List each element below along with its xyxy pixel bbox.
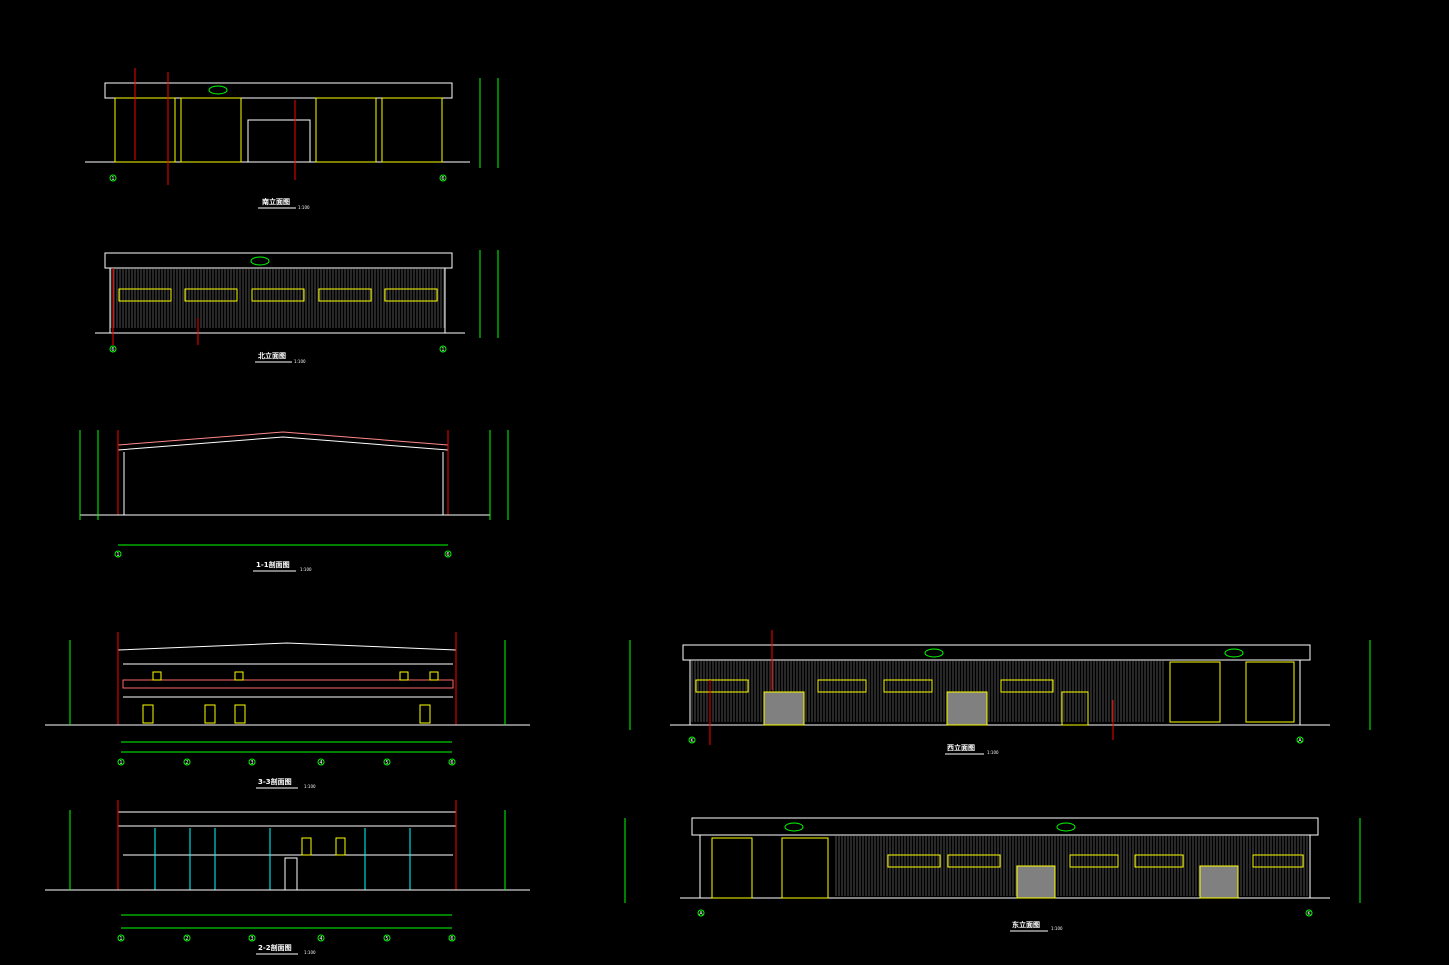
axis-label: A	[1298, 738, 1302, 744]
axis-label: 3	[250, 936, 253, 942]
axis-label: 2	[185, 936, 188, 942]
section-3-3-axes: 1 2 3 4 5 6	[117, 758, 456, 766]
scale-label: 1:100	[294, 359, 306, 364]
axis-bubble	[317, 934, 325, 942]
axis-label: 1	[111, 176, 114, 182]
scale-label: 1:100	[987, 750, 999, 755]
axis-label: 5	[385, 936, 388, 942]
axis-label: 1	[119, 936, 122, 942]
west-elevation-title: 西立面图	[947, 743, 975, 752]
axis-label: 5	[385, 760, 388, 766]
section-2-2-title: 2-2剖面图	[258, 943, 292, 952]
axis-label: 2	[185, 760, 188, 766]
west-elevation	[629, 630, 1371, 745]
axis-bubble	[248, 758, 256, 766]
section-2-2	[45, 800, 530, 929]
axis-bubble	[183, 934, 191, 942]
north-elevation-title: 北立面图	[258, 351, 286, 360]
axis-label: 6	[441, 176, 444, 182]
section-1-1	[79, 430, 509, 558]
axis-label: 6	[450, 760, 453, 766]
north-elevation	[95, 250, 499, 353]
axis-label: 3	[250, 760, 253, 766]
axis-bubble	[448, 758, 456, 766]
section-1-1-title: 1-1剖面图	[256, 560, 290, 569]
axis-bubble	[317, 758, 325, 766]
south-elevation-title: 南立面图	[262, 197, 290, 206]
axis-label: 4	[319, 936, 322, 942]
section-2-2-axes: 1 2 3 4 5 6	[117, 934, 456, 942]
east-elevation-title: 东立面图	[1012, 920, 1040, 929]
axis-bubble	[183, 758, 191, 766]
axis-label: 1	[441, 347, 444, 353]
scale-label: 1:100	[300, 567, 312, 572]
south-elevation	[85, 68, 499, 185]
scale-label: 1:100	[298, 205, 310, 210]
axis-bubble	[383, 934, 391, 942]
axis-label: K	[690, 738, 694, 744]
axis-label: 6	[111, 347, 114, 353]
scale-label: 1:100	[304, 784, 316, 789]
axis-bubble	[383, 758, 391, 766]
axis-label: 1	[116, 552, 119, 558]
scale-label: 1:100	[304, 950, 316, 955]
axis-bubble	[248, 934, 256, 942]
scale-label: 1:100	[1051, 926, 1063, 931]
axis-label: 1	[119, 760, 122, 766]
axis-bubble	[117, 934, 125, 942]
axis-label: 4	[319, 760, 322, 766]
axis-label: A	[699, 911, 703, 917]
axis-label: K	[1307, 911, 1311, 917]
east-elevation	[624, 817, 1361, 917]
section-3-3-title: 3-3剖面图	[258, 777, 292, 786]
section-3-3	[45, 632, 530, 753]
axis-bubble	[448, 934, 456, 942]
axis-label: 6	[446, 552, 449, 558]
axis-bubble	[117, 758, 125, 766]
axis-label: 6	[450, 936, 453, 942]
